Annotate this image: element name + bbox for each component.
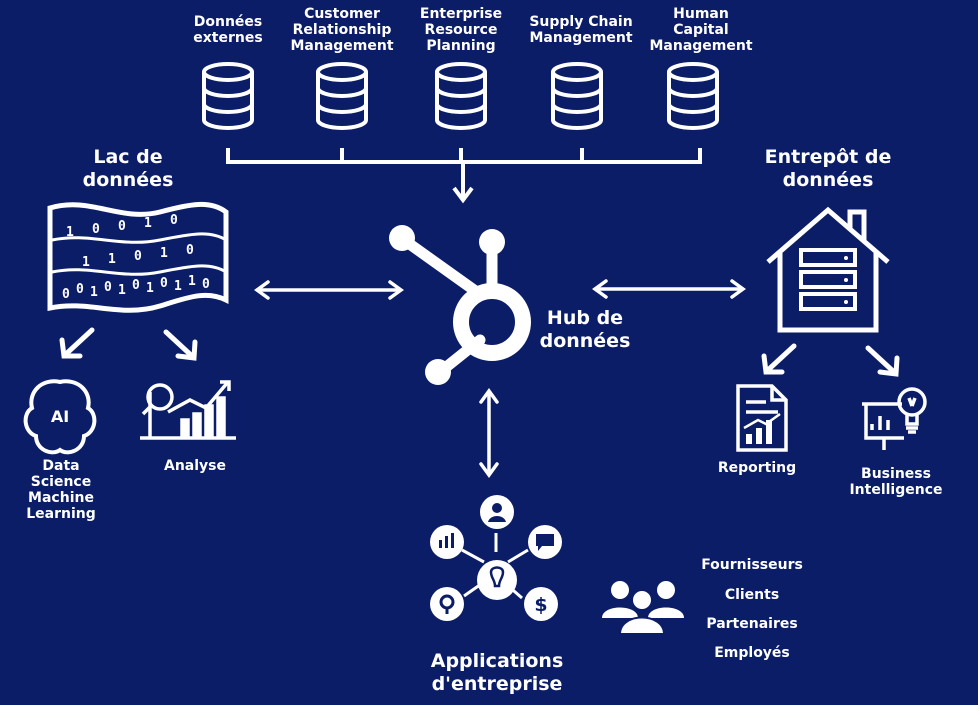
lake-bit: 1: [82, 255, 90, 270]
lightbulb-node-icon: [477, 560, 517, 600]
lake-bit: 1: [146, 281, 154, 296]
lake-bit: 1: [90, 285, 98, 300]
lake-bit: 1: [108, 252, 116, 267]
source-label-crm: Customer Relationship Management: [290, 6, 394, 55]
analytics-chart-icon: [140, 380, 236, 440]
ai-brain-label: AI: [51, 407, 69, 426]
database-icon-crm: [316, 62, 368, 130]
database-icon-hcm: [667, 62, 719, 130]
database-icon-erp: [435, 62, 487, 130]
data-warehouse-title: Entrepôt de données: [764, 146, 892, 191]
lake-bit: 0: [170, 213, 178, 228]
source-label-external: Données externes: [193, 14, 263, 47]
lake-bit: 1: [66, 225, 74, 240]
apps-title: Applications d'entreprise: [430, 650, 564, 695]
lake-bit: 0: [160, 276, 168, 291]
source-label-scm: Supply Chain Management: [529, 14, 633, 47]
data-science-label: Data Science Machine Learning: [26, 458, 96, 523]
lake-bit: 1: [188, 274, 196, 289]
apps-cluster-icon: $: [430, 495, 562, 621]
lake-bit: 0: [92, 222, 100, 237]
data-hub-title: Hub de données: [539, 307, 631, 352]
people-group-icon: [602, 581, 684, 635]
lake-bit: 0: [118, 219, 126, 234]
bi-presentation-icon: [862, 387, 927, 450]
lake-to-analysis-arrow: [163, 329, 198, 361]
reporting-label: Reporting: [717, 460, 797, 476]
lake-bit: 0: [134, 249, 142, 264]
lake-bit: 1: [160, 246, 168, 261]
database-icon-scm: [551, 62, 603, 130]
ai-brain-icon: [23, 379, 97, 455]
location-node-icon: [430, 587, 464, 621]
analysis-label: Analyse: [163, 458, 226, 474]
lake-bit: 0: [104, 280, 112, 295]
data-warehouse-icon: [766, 206, 890, 333]
stakeholder-suppliers: Fournisseurs: [701, 557, 803, 573]
lake-bit: 0: [132, 278, 140, 293]
lake-bit: 1: [118, 283, 126, 298]
lake-bit: 0: [202, 277, 210, 292]
stakeholder-employees: Employés: [714, 645, 790, 661]
lake-bit: 0: [76, 282, 84, 297]
lake-bit: 1: [144, 216, 152, 231]
warehouse-to-reporting-arrow: [761, 343, 797, 375]
stakeholder-partners: Partenaires: [706, 616, 798, 632]
business-intelligence-label: Business Intelligence: [849, 466, 943, 499]
data-lake-title: Lac de données: [82, 146, 174, 191]
warehouse-to-bi-arrow: [865, 345, 900, 377]
hub-warehouse-double-arrow: [592, 279, 746, 299]
source-label-hcm: Human Capital Management: [649, 6, 753, 55]
source-label-erp: Enterprise Resource Planning: [419, 6, 503, 55]
lake-hub-double-arrow: [254, 280, 404, 300]
sources-collector-bracket: [226, 148, 702, 204]
hub-apps-double-arrow: [479, 388, 499, 478]
lake-to-ai-arrow: [59, 327, 95, 359]
data-lake-icon: [47, 201, 229, 313]
stakeholder-clients: Clients: [724, 587, 780, 603]
report-document-icon: [736, 384, 788, 452]
database-icon-external: [202, 62, 254, 130]
lake-bit: 1: [174, 279, 182, 294]
lake-bit: 0: [186, 243, 194, 258]
svg-text:$: $: [534, 594, 547, 616]
hub-sprocket-icon: [389, 225, 531, 385]
lake-bit: 0: [62, 287, 70, 302]
dollar-node-icon: [524, 587, 558, 621]
